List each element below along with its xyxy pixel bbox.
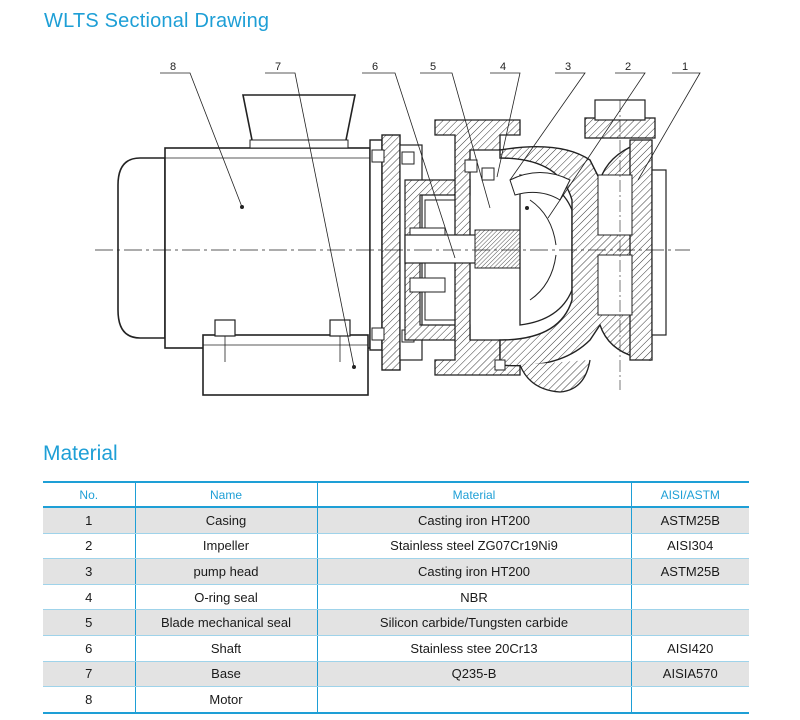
cell-name: O-ring seal bbox=[134, 584, 317, 611]
cell-aisi bbox=[630, 584, 749, 611]
leader-lines bbox=[160, 72, 701, 368]
table-row: 4 O-ring seal NBR bbox=[43, 584, 749, 611]
callout-3: 3 bbox=[565, 61, 571, 73]
cell-no: 3 bbox=[43, 558, 135, 585]
cell-material: NBR bbox=[316, 584, 631, 611]
cell-aisi bbox=[630, 609, 749, 636]
cell-no: 4 bbox=[43, 584, 135, 611]
table-row: 2 Impeller Stainless steel ZG07Cr19Ni9 A… bbox=[43, 533, 749, 560]
cell-material bbox=[316, 686, 631, 714]
table-row: 8 Motor bbox=[43, 686, 749, 714]
cell-name: Motor bbox=[134, 686, 317, 714]
cell-name: Impeller bbox=[134, 533, 317, 560]
callout-6: 6 bbox=[372, 61, 378, 73]
table-row: 6 Shaft Stainless stee 20Cr13 AISI420 bbox=[43, 635, 749, 662]
cell-material: Casting iron HT200 bbox=[316, 507, 631, 534]
cell-no: 6 bbox=[43, 635, 135, 662]
cell-no: 7 bbox=[43, 661, 135, 688]
cell-aisi: AISI304 bbox=[630, 533, 749, 560]
cell-name: Casing bbox=[134, 507, 317, 534]
cell-name: pump head bbox=[134, 558, 317, 585]
header-material: Material bbox=[316, 481, 631, 508]
cell-aisi: AISI420 bbox=[630, 635, 749, 662]
base bbox=[202, 334, 369, 396]
header-no: No. bbox=[43, 481, 135, 508]
cell-aisi: ASTM25B bbox=[630, 507, 749, 534]
table-header-row: No. Name Material AISI/ASTM bbox=[43, 481, 749, 508]
cell-no: 1 bbox=[43, 507, 135, 534]
cell-name: Base bbox=[134, 661, 317, 688]
material-section-title: Material bbox=[43, 442, 118, 465]
cell-aisi: AISIA570 bbox=[630, 661, 749, 688]
cell-material: Stainless steel ZG07Cr19Ni9 bbox=[316, 533, 631, 560]
motor-flange bbox=[369, 139, 383, 351]
cell-material: Silicon carbide/Tungsten carbide bbox=[316, 609, 631, 636]
material-table: No. Name Material AISI/ASTM 1 Casing Cas… bbox=[43, 481, 749, 714]
header-name: Name bbox=[134, 481, 317, 508]
cell-material: Q235-B bbox=[316, 661, 631, 688]
cell-name: Shaft bbox=[134, 635, 317, 662]
table-row: 1 Casing Casting iron HT200 ASTM25B bbox=[43, 507, 749, 534]
cell-material: Casting iron HT200 bbox=[316, 558, 631, 585]
callout-1: 1 bbox=[682, 61, 688, 73]
motor-end-cover bbox=[117, 157, 166, 339]
cell-no: 2 bbox=[43, 533, 135, 560]
table-row: 5 Blade mechanical seal Silicon carbide/… bbox=[43, 609, 749, 636]
table-row: 3 pump head Casting iron HT200 ASTM25B bbox=[43, 558, 749, 585]
header-aisi: AISI/ASTM bbox=[630, 481, 749, 508]
cell-material: Stainless stee 20Cr13 bbox=[316, 635, 631, 662]
callout-5: 5 bbox=[430, 61, 436, 73]
cell-aisi bbox=[630, 686, 749, 714]
terminal-box bbox=[242, 94, 356, 146]
callout-labels: 8 7 6 5 4 3 2 1 bbox=[170, 61, 688, 73]
callout-4: 4 bbox=[500, 61, 506, 73]
callout-8: 8 bbox=[170, 61, 176, 73]
cell-no: 5 bbox=[43, 609, 135, 636]
page-title: WLTS Sectional Drawing bbox=[44, 10, 270, 32]
motor-body bbox=[164, 147, 371, 349]
cell-no: 8 bbox=[43, 686, 135, 714]
callout-7: 7 bbox=[275, 61, 281, 73]
cell-aisi: ASTM25B bbox=[630, 558, 749, 585]
sectional-drawing: 8 7 6 5 4 3 2 1 bbox=[95, 61, 701, 396]
table-row: 7 Base Q235-B AISIA570 bbox=[43, 661, 749, 688]
callout-2: 2 bbox=[625, 61, 631, 73]
cell-name: Blade mechanical seal bbox=[134, 609, 317, 636]
